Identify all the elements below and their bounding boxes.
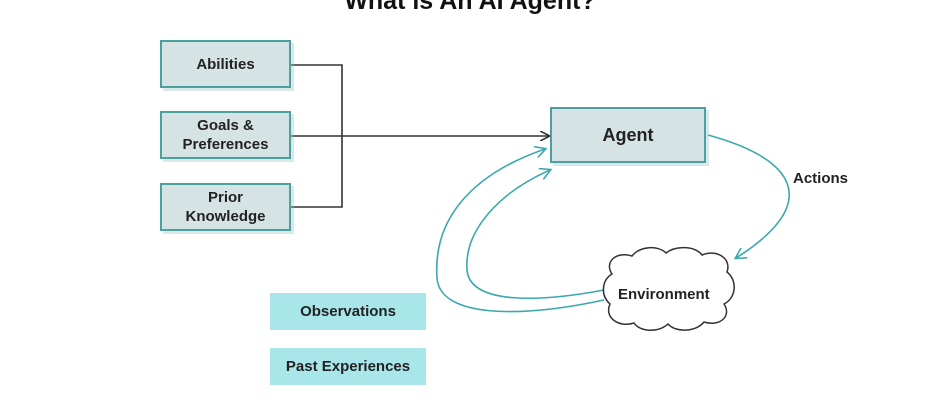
prior-knowledge-node: Prior Knowledge	[160, 183, 291, 231]
actions-label: Actions	[793, 170, 849, 187]
actions-arrow	[707, 134, 791, 258]
abilities-node: Abilities	[160, 40, 291, 88]
agent-label: Agent	[602, 124, 654, 145]
observation-arc-inner	[466, 170, 605, 299]
page-title: What is An AI Agent?	[344, 0, 596, 15]
prior-knowledge-label: Prior Knowledge	[185, 189, 266, 225]
observation-arc-outer	[435, 149, 605, 313]
abilities-label: Abilities	[196, 55, 255, 73]
agent-node: Agent	[550, 107, 706, 163]
environment-cloud-shape	[602, 246, 735, 331]
goals-preferences-label: Goals & Preferences	[182, 117, 269, 153]
observations-tag: Observations	[270, 293, 426, 330]
environment-label: Environment	[618, 286, 710, 303]
past-experiences-tag: Past Experiences	[270, 348, 426, 385]
goals-preferences-node: Goals & Preferences	[160, 111, 291, 159]
